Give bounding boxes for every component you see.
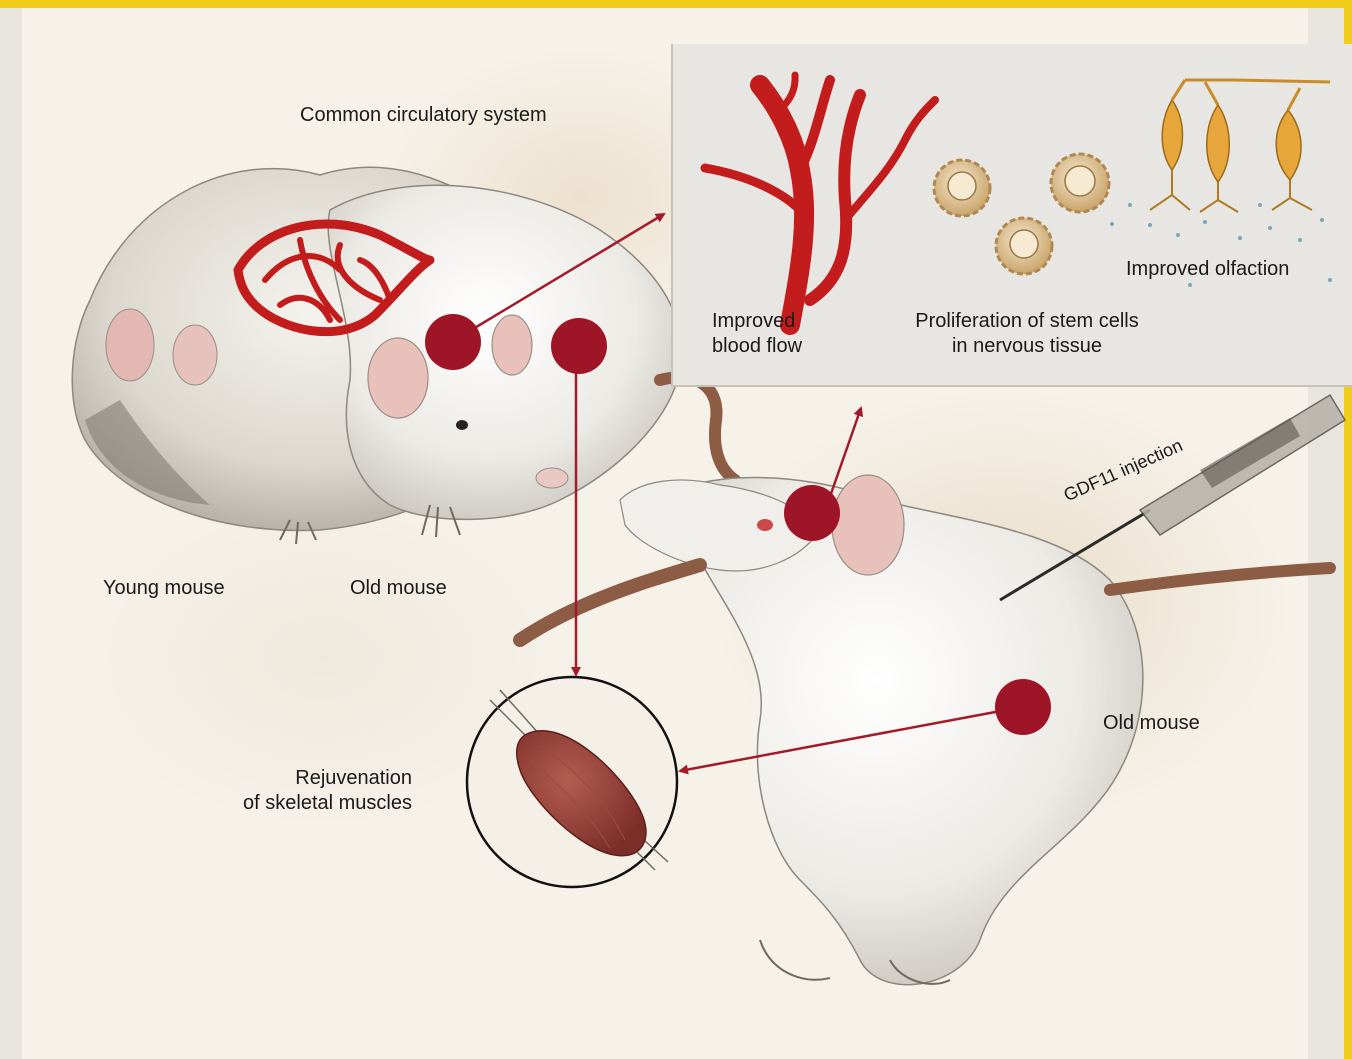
label-old-mouse-left: Old mouse <box>350 576 447 601</box>
label-improved-olfaction: Improved olfaction <box>1126 257 1289 282</box>
label-improved-blood-flow: Improved blood flow <box>712 309 802 359</box>
label-young-mouse: Young mouse <box>103 576 225 601</box>
label-stem-cells: Proliferation of stem cells in nervous t… <box>898 309 1156 359</box>
label-old-mouse-right: Old mouse <box>1103 711 1200 736</box>
marker-brain <box>784 485 840 541</box>
marker-injected-muscle <box>995 679 1051 735</box>
label-rejuvenation: Rejuvenation of skeletal muscles <box>232 766 412 816</box>
marker-circulation <box>425 314 481 370</box>
skeletal-muscle-icon <box>467 677 677 887</box>
marker-old-mouse-muscle <box>551 318 607 374</box>
label-common-circulatory-system: Common circulatory system <box>300 103 547 128</box>
